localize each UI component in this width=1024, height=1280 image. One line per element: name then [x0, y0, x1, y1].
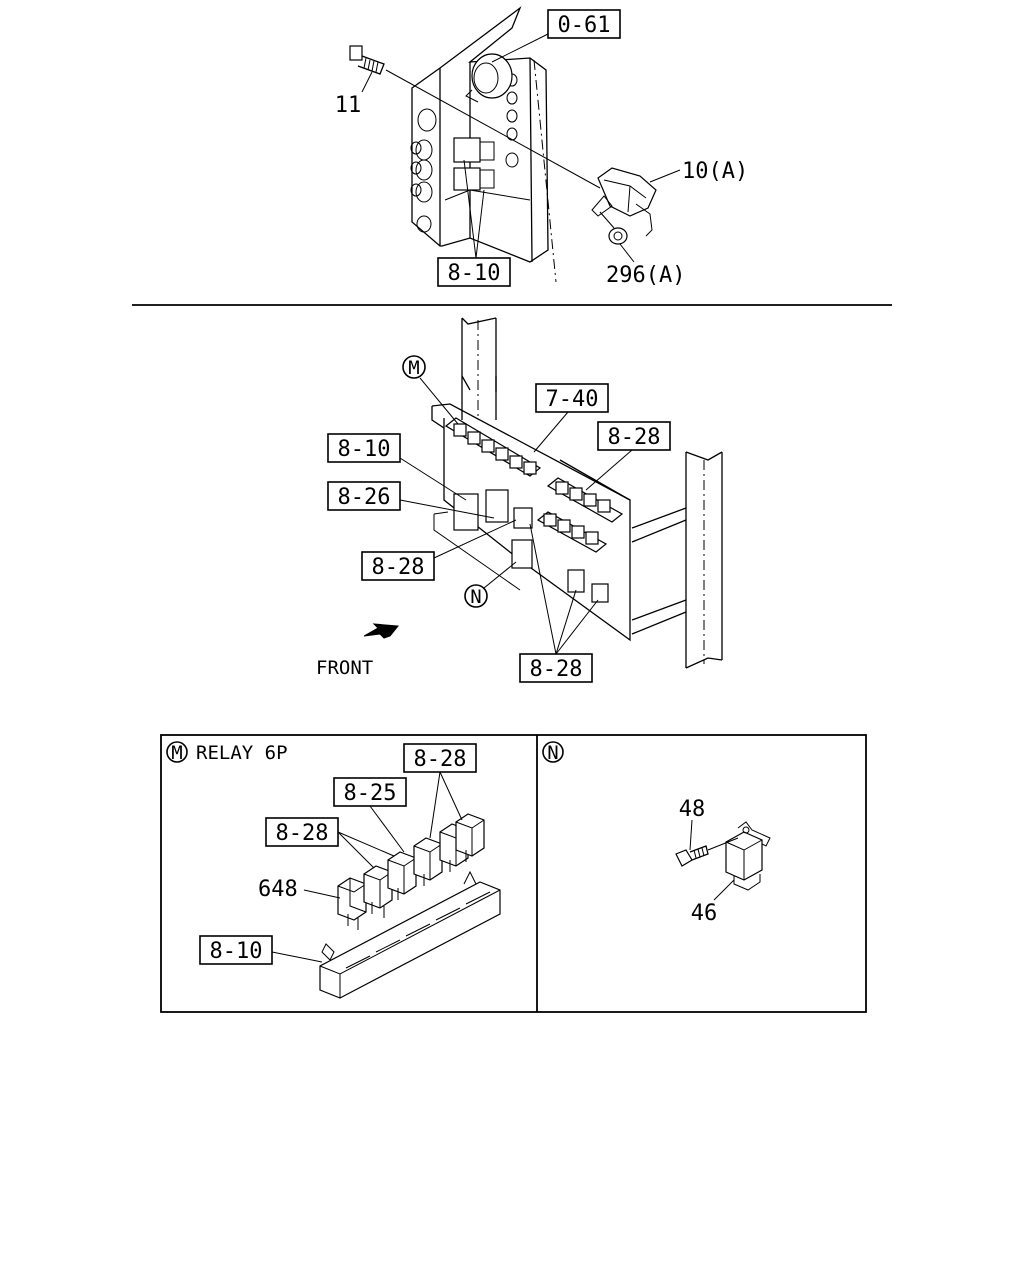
bolt-11 — [349, 45, 385, 75]
relay-8-28-left — [513, 507, 533, 529]
callout-box-8-28-left — [361, 551, 435, 581]
callout-box-8-26 — [327, 481, 401, 511]
leader-bolt-to-unit — [385, 69, 601, 189]
callout-8-28-upper: 8-28 — [608, 425, 661, 450]
callout-box-7-40 — [535, 383, 609, 413]
block-8-10 — [453, 493, 479, 531]
block-8-26 — [485, 489, 509, 523]
leader-n — [483, 561, 517, 589]
leader-8-28-b2 — [555, 589, 577, 655]
leader-648 — [303, 889, 341, 899]
leader-8-10-b — [475, 189, 485, 259]
callout-box-8-28-bottom — [519, 653, 593, 683]
callout-box-m-8-28-left — [265, 817, 339, 847]
callout-box-m-8-10 — [199, 935, 273, 965]
detail-n-marker-text: N — [470, 586, 481, 608]
detail-m-title: RELAY 6P — [196, 742, 288, 764]
leader-m-8-28-top-a — [429, 771, 441, 839]
detail-m-marker-text: M — [408, 357, 419, 379]
callout-box-8-10-mid — [327, 433, 401, 463]
callout-m-8-28-left: 8-28 — [276, 821, 329, 846]
callout-box-8-28-upper — [597, 421, 671, 451]
detail-n-marker — [464, 584, 488, 608]
leader-296a — [619, 243, 635, 263]
callout-m-8-28-top: 8-28 — [414, 747, 467, 772]
leader-m-8-28-left-b — [337, 831, 395, 857]
leader-8-26 — [399, 499, 495, 519]
relay-base-8-10 — [319, 870, 501, 999]
part-296a-label: 296(A) — [606, 263, 685, 288]
callout-8-26: 8-26 — [338, 485, 391, 510]
detail-n-panel-marker-text: N — [547, 742, 558, 764]
relay-46 — [725, 821, 771, 891]
leader-m-8-28-top-b — [439, 771, 463, 821]
leader-8-25 — [369, 805, 405, 853]
leader-8-28-b1 — [529, 523, 557, 655]
unit-10a — [591, 167, 657, 237]
top-assembly: 0-61 11 10(A) 296(A) 8-10 — [335, 6, 748, 288]
callout-m-8-10: 8-10 — [210, 939, 263, 964]
front-arrow-icon — [363, 623, 399, 639]
part-11-label: 11 — [335, 93, 362, 118]
bolt-48 — [675, 837, 739, 867]
leader-8-10-a — [463, 159, 477, 259]
callout-box-0-61 — [547, 9, 621, 39]
leader-8-28-left — [433, 519, 517, 559]
part-48-label: 48 — [679, 797, 706, 822]
part-46-label: 46 — [691, 901, 718, 926]
leader-10a — [649, 169, 681, 183]
callout-8-28-bottom: 8-28 — [530, 657, 583, 682]
callout-8-10-mid: 8-10 — [338, 437, 391, 462]
detail-m-panel-marker — [166, 741, 188, 763]
front-label: FRONT — [316, 657, 373, 679]
callout-0-61: 0-61 — [558, 13, 611, 38]
relay-648 — [337, 877, 367, 930]
frame-post-right — [631, 451, 723, 669]
callout-8-10-top: 8-10 — [448, 261, 501, 286]
detail-m-panel: M RELAY 6P — [166, 741, 501, 999]
relay-lower-a — [567, 569, 585, 593]
leader-8-28-upper — [585, 449, 633, 491]
detail-frame — [160, 734, 867, 1013]
callout-8-25: 8-25 — [344, 781, 397, 806]
callout-box-8-10-top — [437, 257, 511, 287]
relay-8-25 — [387, 851, 417, 900]
nut-296a — [599, 211, 628, 245]
leader-48 — [689, 819, 693, 851]
leader-8-10-mid — [399, 457, 467, 501]
leader-0-61 — [491, 33, 549, 63]
part-10a-label: 10(A) — [682, 159, 748, 184]
leader-m-8-28-left-a — [337, 831, 375, 869]
relay-row-upper-right — [546, 477, 624, 523]
middle-assembly: FRONT M 7-40 8-28 8-10 8-26 8-28 N 8-28 — [316, 317, 723, 683]
callout-8-28-left: 8-28 — [372, 555, 425, 580]
relay-lower-b — [591, 583, 609, 603]
leader-m-8-10 — [271, 951, 323, 963]
detail-m-panel-marker-text: M — [171, 742, 182, 764]
detail-n-panel: N 48 46 — [542, 741, 771, 926]
leader-8-28-b3 — [555, 599, 599, 655]
callout-7-40: 7-40 — [546, 387, 599, 412]
detail-n-panel-marker — [542, 741, 564, 763]
leader-11 — [361, 71, 373, 93]
bracket-plate — [410, 6, 557, 283]
leader-46 — [713, 879, 735, 901]
leader-7-40 — [533, 411, 569, 453]
relay-row-upper-left — [444, 417, 542, 477]
relay-row-lower — [536, 511, 608, 553]
relay-8-28-d — [455, 813, 485, 862]
frame-post-left — [461, 317, 497, 420]
leader-m — [419, 377, 459, 425]
detail-m-marker — [402, 355, 426, 379]
part-648-label: 648 — [258, 877, 298, 902]
callout-box-m-8-28-top — [403, 743, 477, 773]
relay-8-28-b — [413, 837, 443, 886]
relay-n — [511, 539, 533, 569]
